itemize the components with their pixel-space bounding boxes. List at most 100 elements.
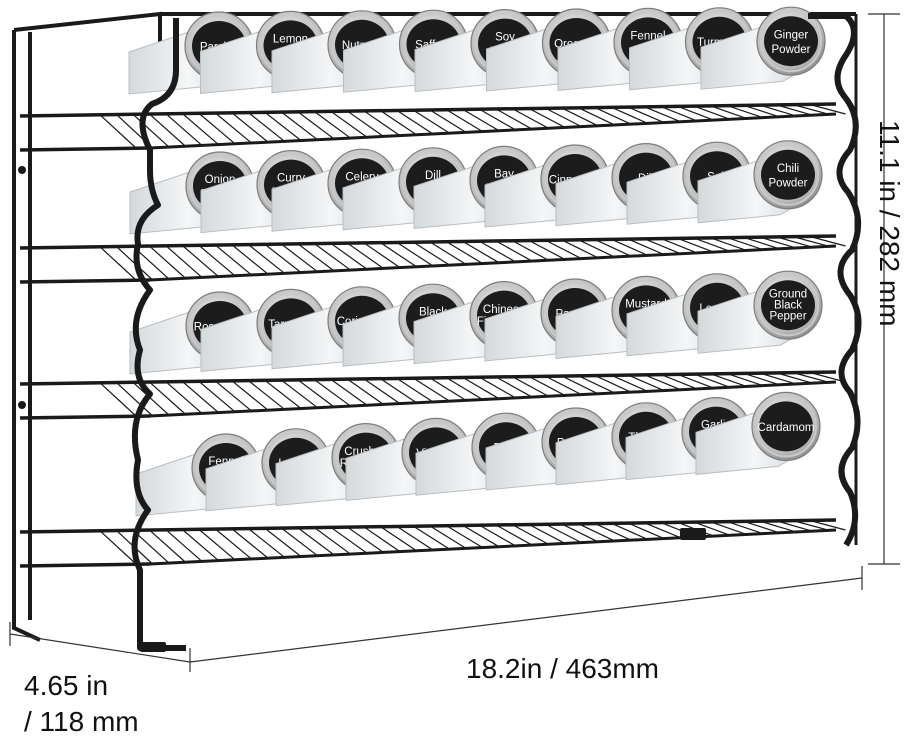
- shelf-wire: [149, 381, 186, 415]
- shelf-wire: [215, 112, 252, 144]
- shelf-wire: [149, 529, 186, 563]
- shelf-wire: [743, 372, 780, 386]
- shelf-wire: [611, 374, 648, 392]
- shelf-wire: [792, 236, 830, 247]
- shelf-wire: [660, 374, 698, 390]
- shelf-wire: [165, 529, 203, 562]
- shelf-front-rail: [149, 244, 837, 282]
- shelf-wire: [545, 107, 582, 128]
- shelf-wire: [759, 104, 797, 117]
- shelf-wire: [594, 374, 632, 393]
- shelf-wire: [99, 382, 137, 417]
- depth-imperial: 4.65 in: [24, 670, 109, 701]
- shelf-front-rail: [149, 380, 837, 418]
- shelf-4: [19, 518, 846, 568]
- shelf-wire: [809, 235, 846, 247]
- shelf-wire: [330, 110, 368, 138]
- shelf-wire: [479, 108, 516, 131]
- shelf-wire: [693, 237, 731, 252]
- shelf-wire: [462, 376, 500, 400]
- shelf-2: [19, 234, 846, 284]
- jar-label: [759, 401, 813, 452]
- shelf-wire: [314, 243, 351, 271]
- shelf-wire: [512, 376, 549, 397]
- shelf-wire: [594, 106, 632, 125]
- shelf-wire: [528, 107, 566, 128]
- shelf-wire: [231, 112, 269, 143]
- jar-label-text: Chili: [777, 163, 799, 175]
- shelf-wire: [561, 523, 599, 543]
- shelf-wire: [677, 237, 714, 253]
- shelf-wire: [495, 376, 533, 398]
- shelf-wire: [677, 373, 714, 389]
- shelf-wire: [396, 525, 434, 551]
- shelf-wire: [528, 523, 566, 544]
- shelf-wire: [479, 524, 516, 547]
- shelf-wire: [182, 245, 219, 278]
- shelf-wire: [347, 378, 384, 405]
- shelf-wire: [462, 240, 500, 264]
- shelf-wire: [512, 108, 549, 129]
- shelf-wire: [215, 244, 252, 276]
- shelf-wire: [462, 108, 500, 132]
- shelf-wire: [380, 526, 417, 552]
- shelf-wire: [264, 527, 302, 557]
- shelf-wire: [776, 520, 813, 532]
- shelf-wire: [347, 110, 384, 137]
- shelf-wire: [710, 105, 747, 120]
- shelf-wire: [743, 520, 780, 534]
- jar-label-text: Powder: [772, 44, 811, 56]
- shelf-wire: [330, 242, 368, 270]
- shelf-layer: [19, 102, 846, 652]
- shelf-wire: [215, 380, 252, 412]
- shelf-wire: [545, 375, 582, 396]
- shelf-wire: [132, 529, 170, 564]
- shelf-wire: [726, 373, 764, 387]
- shelf-wire: [264, 379, 302, 409]
- shelf-wire: [809, 103, 846, 115]
- shelf-wire: [413, 109, 450, 134]
- shelf-wire: [116, 382, 153, 417]
- shelf-wire: [693, 373, 731, 388]
- jar-lid-rim: [755, 395, 817, 458]
- shelf-wire: [710, 237, 747, 252]
- shelf-wire: [611, 238, 648, 256]
- shelf-wire: [248, 528, 285, 558]
- shelf-wire: [99, 246, 137, 281]
- shelf-wire: [545, 523, 582, 544]
- shelf-wire: [578, 239, 615, 258]
- jar-label-text: Cardamom: [758, 422, 815, 434]
- shelf-wire: [215, 528, 252, 560]
- shelf-wire: [198, 112, 236, 145]
- shelf-left-rail: [19, 278, 151, 284]
- shelf-wire: [545, 239, 582, 260]
- shelf-wire: [644, 238, 681, 255]
- shelf-wire: [248, 112, 285, 142]
- shelf-left-rail: [19, 414, 151, 420]
- shelf-wire: [248, 380, 285, 410]
- shelf-wire: [792, 520, 830, 531]
- shelf-wire: [165, 113, 203, 146]
- shelf-wire: [495, 524, 533, 546]
- shelf-front-rail: [149, 112, 837, 150]
- shelf-wire: [231, 528, 269, 559]
- shelf-wire: [512, 524, 549, 545]
- shelf-wire: [182, 529, 219, 562]
- shelf-back-rail: [19, 234, 837, 250]
- shelf-wire: [528, 239, 566, 260]
- shelf-wire: [347, 242, 384, 269]
- shelf-wire: [363, 242, 401, 269]
- shelf-wire: [776, 372, 813, 384]
- shelf-wire: [809, 371, 846, 383]
- shelf-wire: [446, 525, 483, 549]
- shelf-wire: [165, 245, 203, 278]
- shelf-wire: [561, 107, 599, 127]
- shelf-wire: [479, 376, 516, 399]
- shelf-wire: [396, 241, 434, 267]
- shelf-wire: [627, 106, 665, 124]
- shelf-wire: [759, 520, 797, 533]
- front-side-frame: [131, 13, 862, 651]
- shelf-wire: [693, 105, 731, 120]
